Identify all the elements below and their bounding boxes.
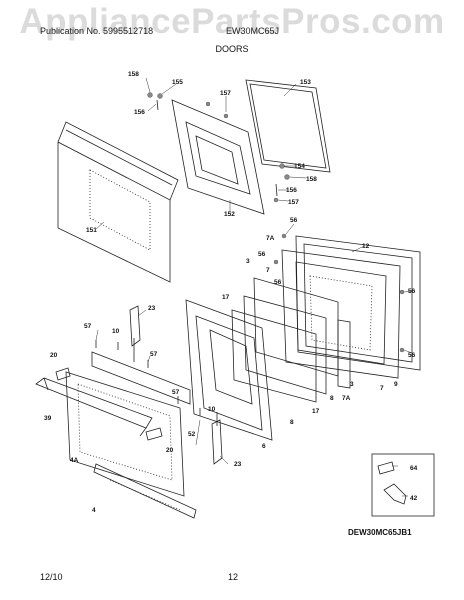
callout-4a: 4A: [70, 457, 79, 464]
callout-155: 155: [172, 79, 183, 86]
front-door-panel: [65, 351, 191, 497]
callout-154: 154: [294, 163, 305, 170]
callout-56-b: 56: [258, 251, 266, 258]
callout-3-b: 3: [350, 381, 354, 388]
watermark: AppliancePartsPros.com: [19, 2, 445, 41]
hinge-hardware: [147, 92, 290, 203]
callout-158: 158: [128, 71, 139, 78]
callouts: 158 155 156 157 153 154 158 156 157 152 …: [44, 71, 418, 514]
callout-7a-b: 7A: [342, 395, 351, 402]
callout-157-b: 157: [288, 199, 299, 206]
model-header: EW30MC65J: [226, 26, 280, 36]
inner-door-liner: [185, 299, 273, 441]
callout-8-b: 8: [290, 419, 294, 426]
callout-7-b: 7: [380, 385, 384, 392]
callout-4: 4: [92, 507, 96, 514]
callout-10: 10: [112, 328, 120, 335]
callout-158-b: 158: [306, 176, 317, 183]
callout-9: 9: [394, 381, 398, 388]
rear-frame: [281, 235, 421, 379]
callout-56-e: 56: [408, 352, 416, 359]
callout-23: 23: [148, 305, 156, 312]
callout-57: 57: [84, 323, 92, 330]
callout-64: 64: [410, 465, 418, 472]
page-number: 12: [228, 572, 239, 582]
screws: [95, 233, 405, 416]
outer-door-panel: [57, 121, 179, 283]
callout-7a: 7A: [266, 235, 275, 242]
door-handle: [35, 377, 153, 437]
callout-56: 56: [290, 217, 298, 224]
callout-57-c: 57: [172, 389, 180, 396]
callout-52: 52: [188, 431, 196, 438]
clip-inset-box: [371, 453, 435, 517]
model-code: DEW30MC65JB1: [348, 528, 412, 537]
inner-door-frame: [171, 99, 265, 215]
callout-56-d: 56: [408, 288, 416, 295]
callout-6: 6: [262, 443, 266, 450]
callout-7: 7: [266, 267, 270, 274]
callout-20-b: 20: [166, 447, 174, 454]
section-title: DOORS: [215, 44, 249, 54]
callout-42: 42: [410, 495, 418, 502]
callout-157: 157: [220, 90, 231, 97]
publication-number: Publication No. 5995512718: [40, 26, 154, 36]
callout-156-b: 156: [286, 187, 297, 194]
callout-39: 39: [44, 415, 52, 422]
callout-17: 17: [222, 294, 230, 301]
callout-151: 151: [86, 227, 97, 234]
bottom-trim: [93, 463, 197, 519]
callout-156: 156: [134, 109, 145, 116]
callout-56-c: 56: [274, 279, 282, 286]
handle-end-caps: [55, 367, 163, 441]
callout-152: 152: [224, 211, 235, 218]
callout-17-b: 17: [312, 408, 320, 415]
callout-10-b: 10: [208, 406, 216, 413]
callout-3: 3: [246, 258, 250, 265]
callout-153: 153: [300, 79, 311, 86]
callout-12: 12: [362, 243, 370, 250]
callout-8: 8: [330, 395, 334, 402]
footer-date: 12/10: [40, 572, 63, 582]
callout-57-b: 57: [150, 351, 158, 358]
callout-23-b: 23: [234, 461, 242, 468]
callout-20: 20: [50, 352, 58, 359]
leader-lines: [95, 77, 413, 497]
door-glass: [245, 79, 331, 173]
